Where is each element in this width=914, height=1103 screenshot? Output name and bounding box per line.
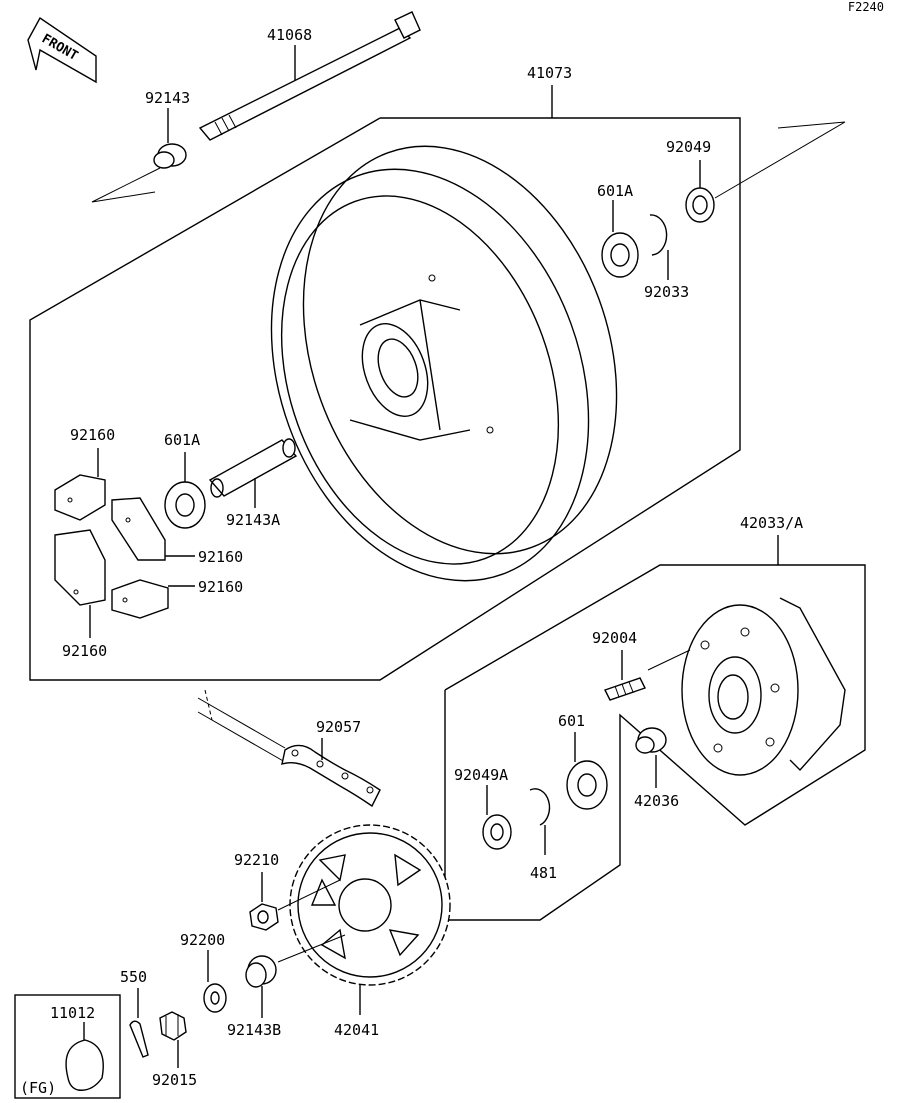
cap-11012-icon [65, 1039, 104, 1091]
washer-92200-icon [203, 983, 227, 1013]
circlip-92033-icon [649, 214, 668, 256]
castle-nut-92015-icon [159, 1011, 187, 1041]
axle-41068-icon [198, 11, 421, 141]
seal-92049a-icon [482, 814, 512, 850]
nut-92210-icon [249, 903, 279, 931]
stud-line [647, 649, 691, 671]
damper-92160-c-icon [111, 579, 169, 619]
coupling-hub-icon [681, 597, 846, 776]
cotter-pin-550-icon [129, 1020, 149, 1058]
front-arrow-icon: FRONT [27, 16, 97, 84]
diagram-code: F2240 [847, 0, 884, 14]
callout-42036: 42036 [634, 792, 679, 810]
callout-601a-left: 601A [164, 431, 200, 449]
callout-92004: 92004 [592, 629, 637, 647]
axle-line-left [91, 167, 161, 203]
bearing-601-icon [566, 760, 608, 810]
callout-601a-top: 601A [597, 182, 633, 200]
damper-92160-a-icon [54, 474, 106, 521]
callout-92210: 92210 [234, 851, 279, 869]
callout-481: 481 [530, 864, 557, 882]
callout-92033: 92033 [644, 283, 689, 301]
collar-92143-icon [153, 143, 187, 169]
callout-41073: 41073 [527, 64, 572, 82]
stud-92004-icon [604, 677, 646, 701]
collar-42036-icon [635, 727, 667, 754]
bearing-601a-top-icon [601, 232, 639, 278]
callout-92160-d: 92160 [62, 642, 107, 660]
callout-92049a: 92049A [454, 766, 508, 784]
callout-42041: 42041 [334, 1021, 379, 1039]
callout-11012: 11012 [50, 1004, 95, 1022]
nut-line [277, 879, 341, 911]
axle-line-right [714, 121, 846, 199]
collar-line [277, 934, 346, 963]
circlip-481-icon [529, 788, 551, 826]
rear-wheel-rim-icon [270, 145, 618, 582]
cap-11012-box [14, 994, 121, 1099]
callout-92057: 92057 [316, 718, 361, 736]
sprocket-42041-icon [289, 824, 451, 986]
callout-92160-c: 92160 [198, 578, 243, 596]
callout-601: 601 [558, 712, 585, 730]
fg-label: (FG) [20, 1079, 56, 1097]
callout-92160-a: 92160 [70, 426, 115, 444]
callout-42033a: 42033/A [740, 514, 803, 532]
callout-92143: 92143 [145, 89, 190, 107]
callout-92049: 92049 [666, 138, 711, 156]
callout-92015: 92015 [152, 1071, 197, 1089]
chain-92057-icon [197, 689, 381, 808]
damper-92160-b-icon [111, 497, 166, 561]
callout-550: 550 [120, 968, 147, 986]
damper-92160-d-icon [54, 529, 106, 606]
callout-92200: 92200 [180, 931, 225, 949]
collar-92143a-icon [208, 438, 298, 498]
callout-92143b: 92143B [227, 1021, 281, 1039]
callout-92160-b: 92160 [198, 548, 243, 566]
collar-92143b-icon [245, 955, 277, 988]
seal-92049-icon [685, 187, 715, 223]
coupling-frame [444, 564, 866, 921]
callout-41068: 41068 [267, 26, 312, 44]
callout-92143a: 92143A [226, 511, 280, 529]
wheel-assembly-frame [29, 117, 741, 681]
bearing-601a-left-icon [164, 481, 206, 529]
